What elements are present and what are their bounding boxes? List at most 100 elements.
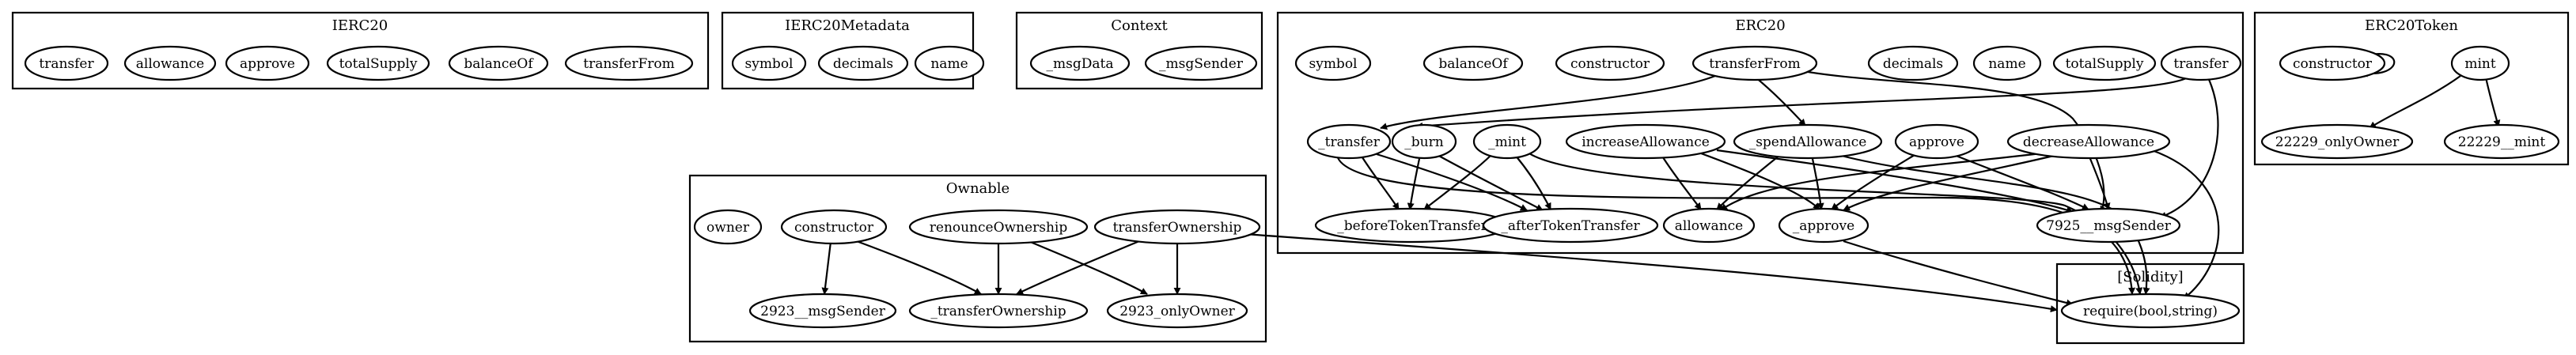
edge-transfer-to-msgsender xyxy=(2159,75,2219,219)
edge-transferfrom-to-spendallowance xyxy=(1754,76,1806,127)
svg-text:_approve: _approve xyxy=(1793,218,1854,234)
node-ierc20-transfer: transfer xyxy=(24,45,109,81)
node-own-constructor: constructor xyxy=(780,209,888,245)
edge-transfer-to-after xyxy=(1376,153,1528,211)
node-erc20-transfer: transfer xyxy=(2160,45,2242,81)
node-erc20-allowance: allowance xyxy=(1662,207,1756,244)
node-ctx-msgsender: _msgSender xyxy=(1144,45,1258,81)
svg-text:transferOwnership: transferOwnership xyxy=(1113,220,1242,236)
cluster-erc20-label: ERC20 xyxy=(1735,17,1785,34)
svg-text:_mint: _mint xyxy=(1488,134,1526,150)
edge-decrease-to-approve xyxy=(1843,153,2058,211)
svg-text:_transfer: _transfer xyxy=(1318,134,1381,150)
edge-mint-to-internal-mint xyxy=(2484,77,2501,127)
node-sol-require: require(bool,string) xyxy=(2060,293,2241,329)
node-own-onlyowner: 2923_onlyOwner xyxy=(1106,293,1248,329)
node-own-internal-transferownership: _transferOwnership xyxy=(908,293,1089,329)
edge-transferfrom-to-transfer xyxy=(1380,74,1716,130)
node-token-constructor: constructor xyxy=(2279,45,2386,81)
cluster-context-label: Context xyxy=(1111,17,1168,34)
node-own-msgsender: 2923__msgSender xyxy=(748,293,897,329)
cluster-erc20token-label: ERC20Token xyxy=(2365,17,2458,34)
svg-text:_afterTokenTransfer: _afterTokenTransfer xyxy=(1501,218,1640,234)
edge-approve-to-internal-approve xyxy=(1831,154,1915,210)
node-erc20-symbol: symbol xyxy=(1294,45,1372,81)
edge-own-constructor-to-msgsender xyxy=(821,241,832,295)
node-erc20-decreaseallowance: decreaseAllowance xyxy=(2006,123,2171,160)
svg-text:constructor: constructor xyxy=(1570,56,1650,72)
edge-transferownership-to-require xyxy=(1233,232,2058,313)
svg-text:require(bool,string): require(bool,string) xyxy=(2083,304,2218,319)
edge-burn-to-before xyxy=(1407,154,1422,210)
node-erc20-increaseallowance: increaseAllowance xyxy=(1565,123,1726,160)
svg-text:totalSupply: totalSupply xyxy=(339,56,418,72)
node-erc20-aftertokentransfer: _afterTokenTransfer xyxy=(1482,207,1659,244)
node-erc20-mint: _mint xyxy=(1472,123,1542,160)
svg-text:_spendAllowance: _spendAllowance xyxy=(1749,134,1867,150)
svg-text:mint: mint xyxy=(2464,56,2496,72)
svg-text:owner: owner xyxy=(707,220,750,236)
node-erc20-totalsupply: totalSupply xyxy=(2052,45,2157,81)
edge-decrease-to-allowance xyxy=(1720,152,2042,211)
svg-text:decreaseAllowance: decreaseAllowance xyxy=(2023,134,2154,150)
node-own-owner: owner xyxy=(693,209,763,245)
edge-mint-to-before xyxy=(1423,154,1492,210)
svg-text:transferFrom: transferFrom xyxy=(1709,56,1801,72)
node-erc20-decimals: decimals xyxy=(1867,45,1959,81)
cluster-context: Context xyxy=(1015,11,1263,90)
svg-text:_msgSender: _msgSender xyxy=(1159,56,1244,72)
node-erc20-internal-transfer: _transfer xyxy=(1306,123,1392,160)
svg-text:increaseAllowance: increaseAllowance xyxy=(1582,134,1710,150)
node-ierc20-transferfrom: transferFrom xyxy=(564,45,694,81)
node-token-mint: mint xyxy=(2450,45,2510,81)
node-meta-decimals: decimals xyxy=(817,45,909,81)
node-erc20-msgsender: 7925__msgSender xyxy=(2036,207,2181,244)
svg-text:symbol: symbol xyxy=(744,56,793,72)
node-erc20-balanceof: balanceOf xyxy=(1422,45,1524,81)
svg-text:allowance: allowance xyxy=(1675,218,1743,234)
edge-spend-to-require xyxy=(1835,153,2150,295)
svg-text:balanceOf: balanceOf xyxy=(1438,56,1509,72)
node-ierc20-approve: approve xyxy=(225,45,310,81)
node-ierc20-balanceof: balanceOf xyxy=(448,45,549,81)
svg-text:2923_onlyOwner: 2923_onlyOwner xyxy=(1119,304,1235,319)
node-erc20-transferfrom: transferFrom xyxy=(1691,45,1818,81)
cluster-ierc20: IERC20 xyxy=(11,11,710,90)
svg-text:name: name xyxy=(930,56,968,72)
edge-increase-to-approve xyxy=(1700,152,1820,210)
edge-mint-to-after xyxy=(1514,154,1551,210)
edge-spend-to-approve xyxy=(1810,154,1824,210)
svg-text:_transferOwnership: _transferOwnership xyxy=(930,304,1066,319)
svg-text:_beforeTokenTransfer: _beforeTokenTransfer xyxy=(1337,218,1487,234)
svg-text:transferFrom: transferFrom xyxy=(583,56,675,72)
svg-text:constructor: constructor xyxy=(794,220,874,236)
svg-text:allowance: allowance xyxy=(136,56,204,72)
node-erc20-beforetokentransfer: _beforeTokenTransfer xyxy=(1314,207,1510,244)
edge-mint-to-onlyowner xyxy=(2369,75,2461,129)
node-ierc20-totalsupply: totalSupply xyxy=(326,45,430,81)
svg-text:renounceOwnership: renounceOwnership xyxy=(930,220,1068,236)
edge-burn-to-after xyxy=(1435,153,1544,211)
edges xyxy=(821,53,2501,313)
svg-text:constructor: constructor xyxy=(2293,56,2373,72)
node-erc20-name: name xyxy=(1972,45,2042,81)
node-token-internal-mint: 22229__mint xyxy=(2443,123,2560,160)
edge-transferownership-to-internal xyxy=(1016,240,1140,295)
node-erc20-approve: approve xyxy=(1894,123,1979,160)
edge-internal-approve-to-require xyxy=(1843,240,2074,307)
svg-text:name: name xyxy=(1988,56,2025,72)
node-ierc20-allowance: allowance xyxy=(123,45,217,81)
svg-text:_msgData: _msgData xyxy=(1047,56,1114,72)
cluster-ownable: Ownable xyxy=(688,174,1267,343)
node-meta-symbol: symbol xyxy=(731,45,807,81)
node-token-onlyowner: 22229_onlyOwner xyxy=(2260,123,2414,160)
svg-text:approve: approve xyxy=(240,56,295,72)
node-meta-name: name xyxy=(914,45,985,81)
edge-renounce-to-onlyowner xyxy=(1028,240,1148,295)
node-ctx-msgdata: _msgData xyxy=(1029,45,1131,81)
svg-text:7925__msgSender: 7925__msgSender xyxy=(2046,218,2172,234)
edge-transfer-to-before xyxy=(1360,154,1400,210)
cluster-solidity-label: [Solidity] xyxy=(2117,269,2183,285)
edge-transferfrom-to-msgsender xyxy=(1794,68,2107,213)
svg-text:transfer: transfer xyxy=(39,56,94,72)
